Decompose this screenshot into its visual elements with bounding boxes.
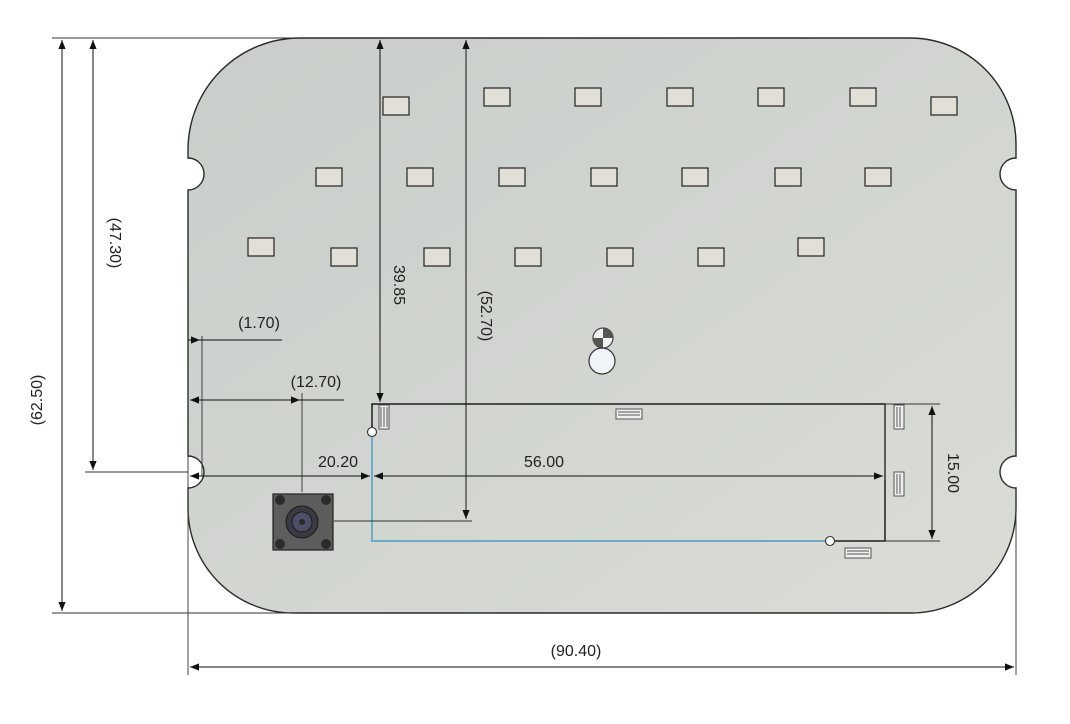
led-pad[interactable] xyxy=(849,87,877,107)
dim-overall-width[interactable]: (90.40) xyxy=(551,643,602,660)
led-pad[interactable] xyxy=(797,237,825,257)
led-pad[interactable] xyxy=(774,167,802,187)
fixed-constraint-icon xyxy=(893,471,905,497)
sketch-point-icon[interactable] xyxy=(366,426,378,438)
led-pad[interactable] xyxy=(423,247,451,267)
led-pad[interactable] xyxy=(330,247,358,267)
led-pad[interactable] xyxy=(247,237,275,257)
led-row-1 xyxy=(382,87,958,116)
led-pad[interactable] xyxy=(697,247,725,267)
fixed-constraint-icon xyxy=(893,404,905,430)
dim-rect-top-offset[interactable]: 39.85 xyxy=(390,265,407,305)
led-row-3 xyxy=(247,237,825,267)
led-pad[interactable] xyxy=(864,167,892,187)
dim-board-edge-offset[interactable]: (1.70) xyxy=(238,315,280,332)
dim-slot-height[interactable]: (47.30) xyxy=(106,218,123,269)
mounting-hole[interactable] xyxy=(588,347,616,375)
led-pad[interactable] xyxy=(382,96,410,116)
dim-overall-height[interactable]: (62.50) xyxy=(29,375,46,426)
board-outline[interactable] xyxy=(187,37,1017,614)
led-pad[interactable] xyxy=(406,167,434,187)
led-pad[interactable] xyxy=(757,87,785,107)
led-pad[interactable] xyxy=(930,96,958,116)
sketch-construction-line[interactable] xyxy=(371,432,830,542)
led-pad[interactable] xyxy=(483,87,511,107)
led-pad[interactable] xyxy=(590,167,618,187)
fixed-constraint-icon xyxy=(378,404,390,430)
fixed-constraint-icon xyxy=(615,408,643,420)
dimension-lines xyxy=(58,40,1014,671)
push-button-component[interactable] xyxy=(272,493,334,551)
fixed-constraint-icon xyxy=(844,547,872,559)
led-pad[interactable] xyxy=(681,167,709,187)
led-pad[interactable] xyxy=(574,87,602,107)
led-pad[interactable] xyxy=(514,247,542,267)
dim-button-offset-v[interactable]: (52.70) xyxy=(477,291,494,342)
sketch-point-icon[interactable] xyxy=(824,535,836,547)
dim-button-offset-h[interactable]: (12.70) xyxy=(291,374,342,391)
led-pad[interactable] xyxy=(606,247,634,267)
led-pad[interactable] xyxy=(666,87,694,107)
dim-rect-height[interactable]: 15.00 xyxy=(944,453,961,493)
origin-icon[interactable] xyxy=(592,327,614,349)
led-row-2 xyxy=(315,167,892,187)
led-pad[interactable] xyxy=(498,167,526,187)
dim-rect-left-offset[interactable]: 20.20 xyxy=(318,454,358,471)
dim-rect-width[interactable]: 56.00 xyxy=(524,454,564,471)
led-pad[interactable] xyxy=(315,167,343,187)
extension-lines xyxy=(52,37,1017,675)
